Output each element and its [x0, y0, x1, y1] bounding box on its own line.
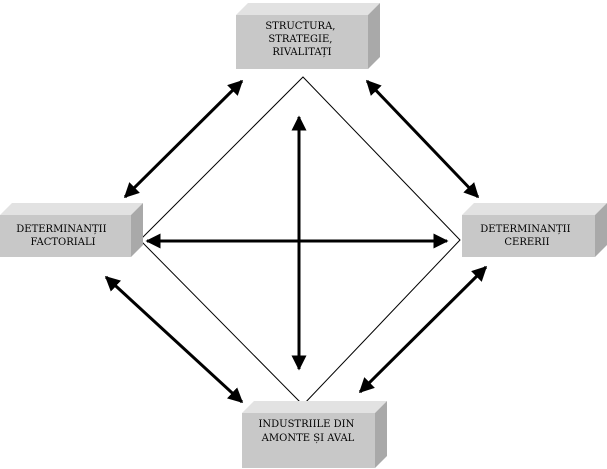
- svg-text:INDUSTRIILE DIN AMONTE Ș: INDUSTRIILE DIN AMONTE ȘI AVAL: [258, 419, 357, 444]
- left-box-line-2: FACTORIALI: [30, 237, 95, 248]
- arrow-top-left: [123, 79, 244, 199]
- box-structura-strategie-rivalitati: STRUCTURA, STRATEGIE, RIVALITAȚI: [236, 3, 380, 69]
- svg-text:DETERMINANȚII CERERII: DETERMINANȚII CERERII: [480, 224, 574, 248]
- top-box-line-3: RIVALITAȚI: [272, 47, 331, 58]
- svg-text:DETERMINANȚII FACTORIALI: DETERMINANȚII FACTORIALI: [16, 224, 110, 248]
- arrow-top-right: [365, 79, 480, 199]
- top-box-line-2: STRATEGIE,: [268, 34, 332, 45]
- box-determinantii-factoriali: DETERMINANȚII FACTORIALI: [0, 203, 143, 257]
- left-box-line-1: DETERMINANȚII: [16, 224, 106, 235]
- arrow-bottom-right: [358, 265, 488, 394]
- arrow-bottom-left: [104, 275, 244, 404]
- box-determinantii-cererii: DETERMINANȚII CERERII: [462, 203, 607, 257]
- svg-text:STRUCTURA, STRATEGIE,: STRUCTURA, STRATEGIE, RIVALITAȚI: [265, 21, 338, 58]
- top-box-line-1: STRUCTURA,: [265, 21, 335, 32]
- bottom-box-line-2: AMONTE ȘI AVAL: [261, 433, 355, 444]
- right-box-line-1: DETERMINANȚII: [480, 224, 570, 235]
- bottom-box-line-1: INDUSTRIILE DIN: [258, 419, 354, 430]
- box-industriile-din-amonte-si-aval: INDUSTRIILE DIN AMONTE ȘI AVAL: [242, 401, 387, 468]
- right-box-line-2: CERERII: [504, 237, 549, 248]
